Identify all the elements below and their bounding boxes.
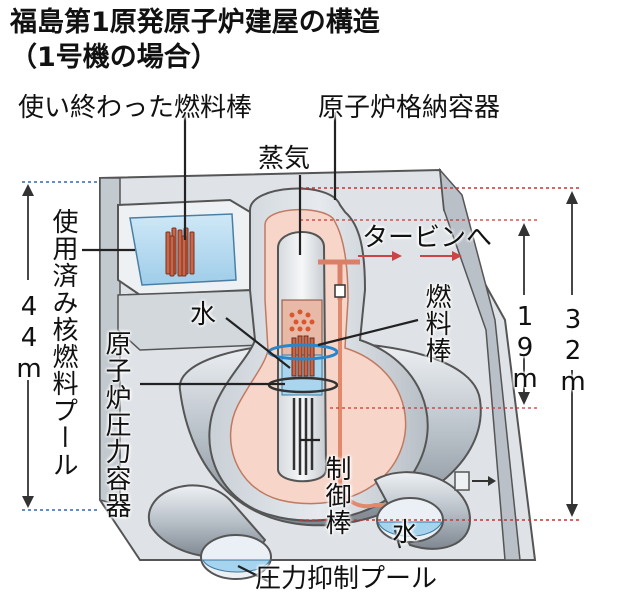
label-fuel-rods: 燃料棒: [423, 283, 449, 364]
label-water-pool: 水: [392, 520, 418, 546]
diagram-title: 福島第1原発原子炉建屋の構造: [10, 9, 380, 36]
label-containment: 原子炉格納容器: [318, 95, 500, 121]
steam-valve: [335, 285, 345, 297]
label-spent-fuel: 使い終わった燃料棒: [18, 95, 252, 121]
label-pressure-vessel: 原子炉圧力容器: [103, 330, 129, 519]
dim-19m-value: 19m: [512, 302, 538, 395]
label-steam: 蒸気: [258, 146, 310, 172]
label-spent-fuel-pool: 使用済み核燃料プール: [50, 208, 76, 478]
dim-32m-value: 32m: [560, 305, 586, 398]
label-to-turbine: タービンへ: [362, 225, 492, 251]
spent-fuel-rods: [166, 228, 194, 276]
dim-44m-value: 44m: [16, 292, 42, 385]
label-suppression-pool: 圧力抑制プール: [255, 566, 437, 592]
label-control-rods: 制御棒: [323, 455, 349, 536]
diagram-subtitle: （1号機の場合）: [10, 44, 218, 71]
side-outlet: [455, 472, 469, 490]
label-water-core: 水: [190, 302, 216, 328]
